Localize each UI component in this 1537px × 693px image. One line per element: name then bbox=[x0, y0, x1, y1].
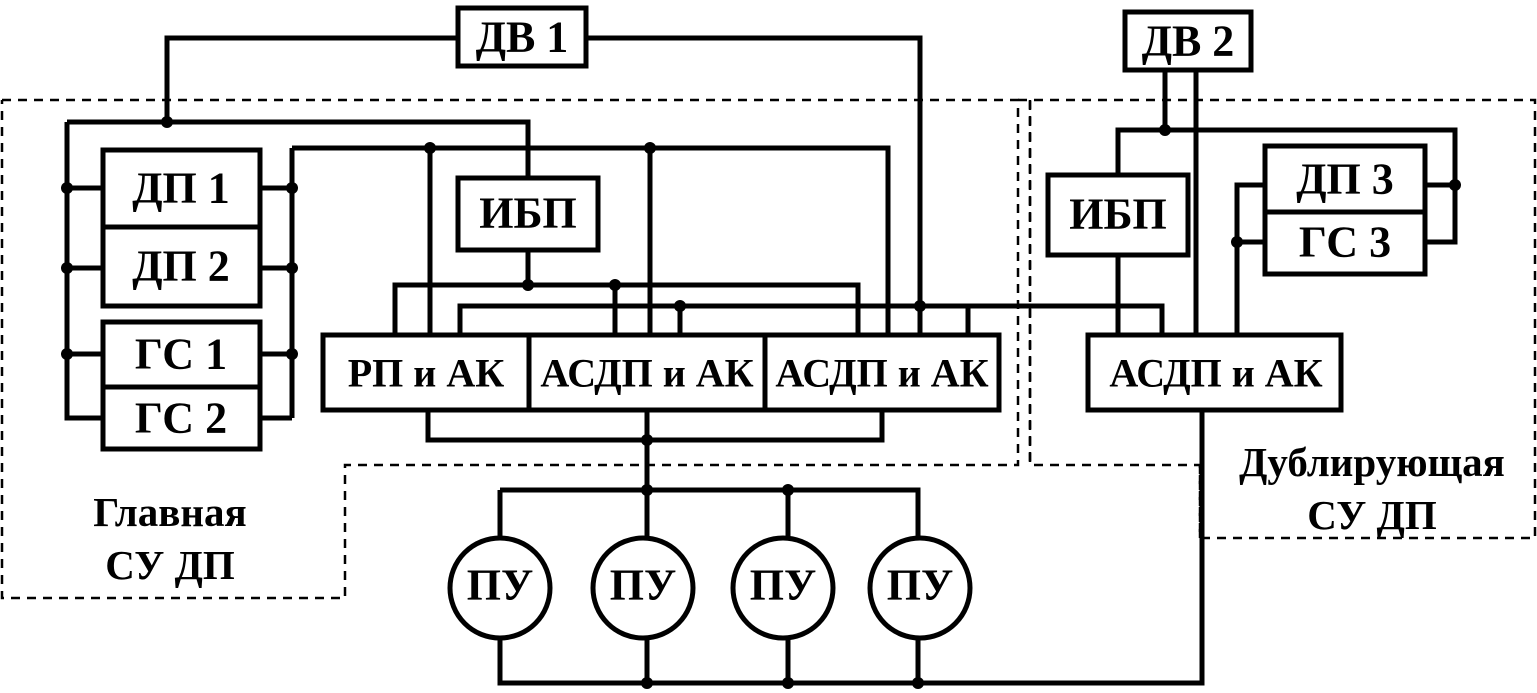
controller-asdp-ak-1: АСДП и АК bbox=[526, 332, 768, 413]
control-panel-4: ПУ bbox=[867, 535, 973, 641]
controller-asdp-ak-1-label: АСДП и АК bbox=[540, 351, 753, 396]
sensor-dp3: ДП 3 bbox=[1262, 143, 1428, 215]
sensor-dp2: ДП 2 bbox=[100, 224, 263, 309]
main-system-caption-line2: СУ ДП bbox=[105, 542, 235, 588]
backup-controller-asdp-ak: АСДП и АК bbox=[1085, 332, 1344, 413]
main-ups-label: ИБП bbox=[479, 189, 577, 238]
controller-asdp-ak-2: АСДП и АК bbox=[762, 332, 1002, 413]
control-panel-3-label: ПУ bbox=[750, 561, 817, 610]
control-panel-1: ПУ bbox=[447, 535, 553, 641]
backup-system-caption-line1: Дублирующая bbox=[1239, 439, 1505, 485]
generator-gs3-label: ГС 3 bbox=[1299, 218, 1391, 267]
generator-gs1-label: ГС 1 bbox=[135, 330, 227, 379]
backup-ups: ИБП bbox=[1045, 172, 1191, 258]
control-panel-2: ПУ bbox=[590, 535, 696, 641]
generator-gs2: ГС 2 bbox=[100, 384, 263, 452]
engine-dv2-label: ДВ 2 bbox=[1142, 17, 1235, 66]
engine-dv2: ДВ 2 bbox=[1122, 9, 1254, 73]
generator-gs1: ГС 1 bbox=[100, 319, 263, 390]
controller-rp-ak: РП и АК bbox=[320, 332, 532, 413]
control-panel-1-label: ПУ bbox=[467, 561, 534, 610]
junction-dots bbox=[61, 116, 1461, 689]
sensor-dp3-label: ДП 3 bbox=[1296, 155, 1394, 204]
control-panel-3: ПУ bbox=[730, 535, 836, 641]
backup-system-caption-line2: СУ ДП bbox=[1307, 492, 1437, 538]
sensor-dp2-label: ДП 2 bbox=[132, 242, 230, 291]
generator-gs2-label: ГС 2 bbox=[135, 394, 227, 443]
generator-gs3: ГС 3 bbox=[1262, 209, 1428, 277]
sensor-dp1-label: ДП 1 bbox=[132, 164, 230, 213]
control-panel-4-label: ПУ bbox=[887, 561, 954, 610]
connection-wires bbox=[64, 35, 1458, 686]
controller-asdp-ak-2-label: АСДП и АК bbox=[775, 351, 988, 396]
main-system-caption-line1: Главная bbox=[93, 489, 246, 535]
engine-dv1: ДВ 1 bbox=[455, 5, 589, 69]
backup-system-boundary bbox=[1018, 98, 1537, 540]
main-ups: ИБП bbox=[455, 175, 601, 253]
control-panel-2-label: ПУ bbox=[610, 561, 677, 610]
engine-dv1-label: ДВ 1 bbox=[476, 13, 569, 62]
sensor-dp1: ДП 1 bbox=[100, 147, 263, 230]
controller-rp-ak-label: РП и АК bbox=[348, 351, 504, 396]
backup-ups-label: ИБП bbox=[1069, 190, 1167, 239]
backup-controller-label: АСДП и АК bbox=[1109, 351, 1322, 396]
